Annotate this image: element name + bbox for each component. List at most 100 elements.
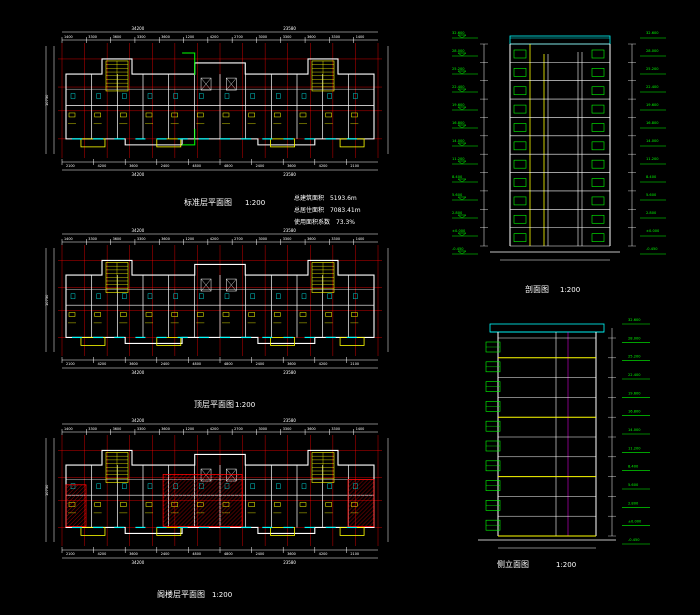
dim-segment: 3600	[161, 35, 170, 39]
roof-hatch	[162, 474, 172, 483]
dim-segment-bottom: 2400	[161, 552, 170, 556]
dim-segment-bottom: 4800	[224, 362, 233, 366]
dim-segment: 3300	[283, 237, 292, 241]
dim-segment-bottom: 4800	[192, 552, 201, 556]
dim-segment: 1400	[356, 427, 365, 431]
section-window-r	[591, 141, 605, 151]
dim-segment-bottom: 2400	[161, 164, 170, 168]
dim-total-b: 23580	[283, 26, 296, 31]
level-text-left: 14.000	[452, 139, 465, 143]
dim-segment-bottom: 4200	[98, 552, 107, 556]
furniture	[197, 312, 204, 317]
fixture	[122, 483, 127, 489]
dim-segment: 3600	[307, 427, 316, 431]
roof-hatch	[218, 503, 243, 527]
fixture	[327, 93, 332, 99]
furniture	[94, 112, 101, 118]
dim-segment-bottom: 2400	[256, 164, 265, 168]
dim-segment: 1400	[356, 35, 365, 39]
fixture	[276, 483, 281, 489]
dim-segment: 3600	[161, 237, 170, 241]
fixture	[301, 483, 307, 489]
elevator-shaft	[200, 278, 212, 292]
fixture	[353, 293, 358, 299]
furniture	[197, 502, 204, 507]
area-row-1: 总建筑面积 5193.6m	[294, 193, 357, 202]
roof-hatch	[214, 499, 243, 527]
fixture	[199, 293, 204, 299]
level-text-left: 28.000	[452, 49, 465, 53]
balcony	[156, 527, 182, 536]
section-window-r	[591, 86, 605, 96]
roof-hatch	[182, 474, 236, 527]
level-text-right: ±0.000	[646, 229, 660, 233]
dim-segment: 1200	[186, 427, 195, 431]
section-window	[513, 123, 527, 132]
elevator-shaft	[200, 468, 212, 482]
section-window-r	[591, 68, 605, 77]
furniture	[222, 112, 230, 118]
roof-hatch	[230, 515, 243, 527]
roof-hatch	[347, 489, 375, 516]
furniture	[171, 112, 178, 118]
balcony	[156, 337, 182, 346]
level-marker	[457, 232, 467, 237]
fixture	[173, 93, 178, 99]
exterior-wall	[65, 259, 375, 344]
side-elevation-group: 32.60028.00025.20022.40019.60016.80014.0…	[478, 318, 650, 549]
level-text-right: 22.400	[646, 85, 659, 89]
dim-segment: 3300	[331, 427, 340, 431]
furniture	[68, 312, 76, 317]
dim-segment: 3300	[137, 237, 146, 241]
section-window-r	[591, 49, 605, 59]
section-window	[513, 214, 527, 224]
dim-total-a: 34200	[132, 26, 145, 31]
roof-hatch	[190, 475, 243, 527]
section-window	[513, 196, 527, 206]
roof-hatch	[162, 474, 180, 491]
furniture	[171, 502, 178, 507]
elev-level-text: 25.200	[628, 355, 641, 359]
dim-segment-bottom: 4800	[224, 552, 233, 556]
dim-segment-bottom: 4200	[98, 362, 107, 366]
elev-level-text: 5.600	[628, 483, 639, 487]
roof-hatch	[68, 508, 87, 527]
section-window	[513, 68, 527, 77]
fixture	[122, 293, 127, 299]
furniture	[94, 502, 101, 507]
furniture	[197, 112, 204, 118]
dim-segment: 3600	[113, 237, 122, 241]
fixture	[147, 293, 153, 299]
area-label-3: 使用面积系数	[294, 219, 331, 226]
fixture	[96, 293, 101, 299]
roof-hatch	[162, 474, 216, 527]
dim-segment-bottom: 2100	[66, 164, 75, 168]
roof-hatch	[178, 474, 232, 527]
elevator-cross	[226, 468, 237, 482]
dim-segment: 1400	[64, 35, 73, 39]
dim-segment: 2700	[234, 427, 243, 431]
furniture	[145, 312, 153, 317]
roof-hatch	[347, 493, 375, 520]
level-text-left: 2.800	[452, 211, 463, 215]
section-scale: 1:200	[560, 286, 581, 294]
section-window	[513, 233, 527, 242]
furniture	[299, 312, 307, 317]
dim-segment-bottom: 3600	[287, 552, 296, 556]
dim-segment-bottom: 3600	[129, 164, 138, 168]
section-window	[513, 141, 527, 151]
dim-segment: 3600	[307, 237, 316, 241]
dim-segment: 3600	[113, 427, 122, 431]
dim-total-b-bottom: 23580	[283, 172, 296, 177]
level-text-left: 11.200	[452, 157, 465, 161]
roof-hatch	[166, 474, 220, 527]
roof-hatch	[162, 474, 168, 479]
level-text-left: 8.400	[452, 175, 463, 179]
section-window	[513, 178, 527, 187]
roof-hatch	[234, 519, 243, 527]
roof-hatch	[162, 474, 204, 515]
level-marker	[457, 52, 467, 57]
balcony	[270, 527, 295, 536]
elevator-shaft	[200, 77, 212, 91]
section-window-r	[591, 104, 605, 114]
